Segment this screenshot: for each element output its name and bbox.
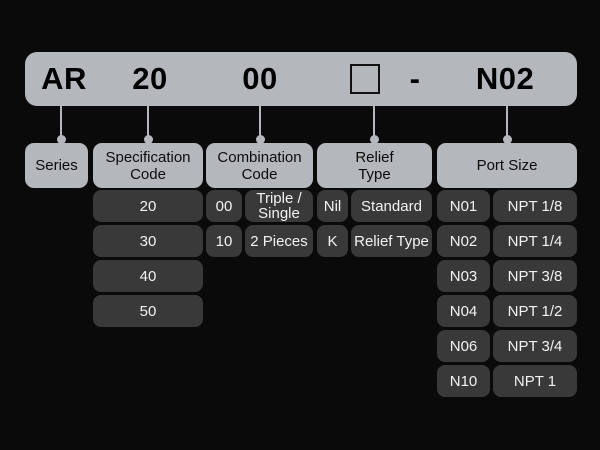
connector-dot-relief-type: [369, 135, 379, 144]
column-header-port-size[interactable]: Port Size: [437, 143, 577, 188]
option-desc-port-size[interactable]: NPT 1/4: [493, 225, 577, 257]
column-header-specification-code[interactable]: Specification Code: [93, 143, 203, 188]
option-code-relief-type[interactable]: Nil: [317, 190, 348, 222]
connector-line-combination-code: [259, 106, 261, 140]
column-header-combination-code[interactable]: Combination Code: [206, 143, 313, 188]
code-segment-specification-code: 20: [132, 61, 168, 96]
connector-line-specification-code: [147, 106, 149, 140]
code-segment-series: AR: [41, 61, 87, 96]
option-code-combination-code[interactable]: 00: [206, 190, 242, 222]
option-desc-relief-type[interactable]: Relief Type: [351, 225, 432, 257]
option-code-relief-type[interactable]: K: [317, 225, 348, 257]
option-desc-relief-type[interactable]: Standard: [351, 190, 432, 222]
column-header-relief-type[interactable]: Relief Type: [317, 143, 432, 188]
connector-line-port-size: [506, 106, 508, 140]
option-code-combination-code[interactable]: 10: [206, 225, 242, 257]
connector-dot-specification-code: [143, 135, 153, 144]
option-code-specification-code[interactable]: 20: [93, 190, 203, 222]
option-desc-port-size[interactable]: NPT 3/8: [493, 260, 577, 292]
option-desc-port-size[interactable]: NPT 1/8: [493, 190, 577, 222]
option-desc-port-size[interactable]: NPT 1: [493, 365, 577, 397]
option-desc-combination-code[interactable]: 2 Pieces: [245, 225, 313, 257]
connector-dot-port-size: [502, 135, 512, 144]
code-segment-relief-type: [345, 52, 385, 106]
option-desc-port-size[interactable]: NPT 1/2: [493, 295, 577, 327]
code-segment-combination-code: 00: [242, 61, 278, 96]
option-code-port-size[interactable]: N02: [437, 225, 490, 257]
option-code-port-size[interactable]: N10: [437, 365, 490, 397]
option-code-port-size[interactable]: N01: [437, 190, 490, 222]
connector-line-series: [60, 106, 62, 140]
option-code-specification-code[interactable]: 30: [93, 225, 203, 257]
option-code-specification-code[interactable]: 40: [93, 260, 203, 292]
code-segment-port-size: N02: [475, 61, 535, 96]
connector-dot-series: [56, 135, 66, 144]
option-code-port-size[interactable]: N03: [437, 260, 490, 292]
code-segment-separator: -: [409, 61, 421, 96]
part-number-bar: AR 20 00 - N02: [25, 52, 577, 106]
option-desc-port-size[interactable]: NPT 3/4: [493, 330, 577, 362]
connector-line-relief-type: [373, 106, 375, 140]
option-code-port-size[interactable]: N06: [437, 330, 490, 362]
option-desc-combination-code[interactable]: Triple / Single: [245, 190, 313, 222]
option-code-specification-code[interactable]: 50: [93, 295, 203, 327]
column-header-series[interactable]: Series: [25, 143, 88, 188]
empty-box-icon: [350, 64, 380, 94]
option-code-port-size[interactable]: N04: [437, 295, 490, 327]
connector-dot-combination-code: [255, 135, 265, 144]
